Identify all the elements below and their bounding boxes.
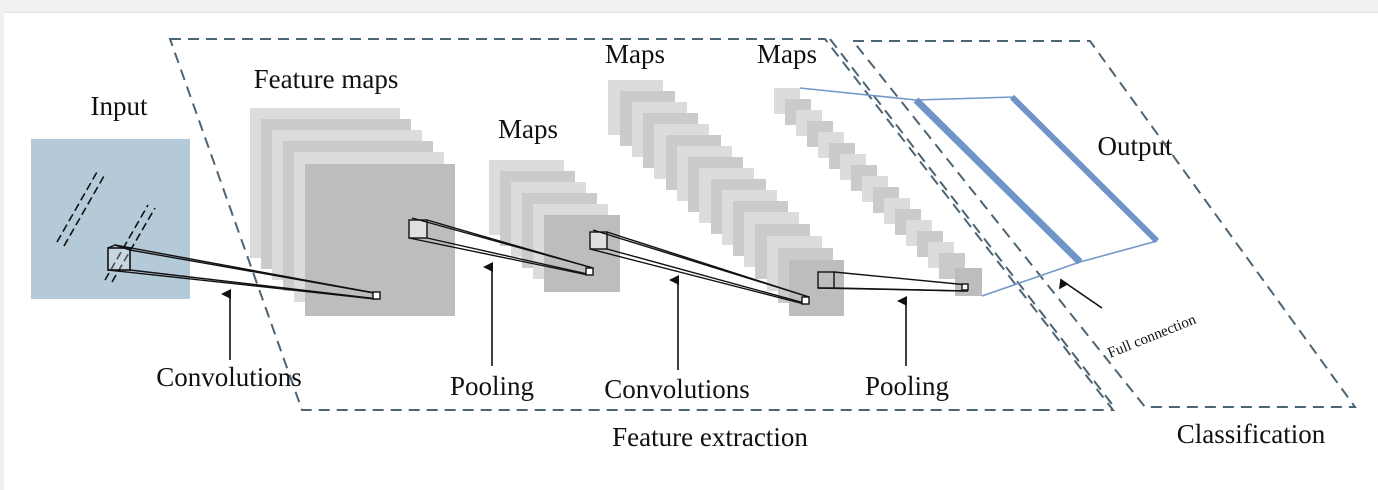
top-bar [0,0,1378,13]
classification-region [829,38,1357,409]
output-layer-bar [913,97,1083,265]
feature-extraction-region [168,38,1116,411]
label-maps-3: Maps [757,39,817,69]
output-layer-bar-2 [1009,94,1160,244]
label-feature-maps: Feature maps [254,64,399,94]
left-strip [0,12,4,490]
label-full-connection: Full connection [1106,312,1199,362]
label-maps-2: Maps [605,39,665,69]
label-pooling-2: Pooling [865,371,949,401]
label-classification: Classification [1177,419,1326,449]
input-dash-marks [56,171,156,283]
projection-lines [107,217,969,305]
label-input: Input [91,91,148,121]
input-image [31,139,190,299]
maps-stack-2 [608,80,844,316]
arrow-full-connection [1058,278,1103,309]
label-maps-1: Maps [498,114,558,144]
maps-stack-1 [489,160,620,292]
label-feature-extraction: Feature extraction [612,422,808,452]
label-convolutions-2: Convolutions [604,374,750,404]
maps-stack-3 [774,88,982,296]
feature-maps-stack [250,108,455,316]
label-convolutions-1: Convolutions [156,362,302,392]
label-output: Output [1097,131,1173,161]
label-pooling-1: Pooling [450,371,534,401]
